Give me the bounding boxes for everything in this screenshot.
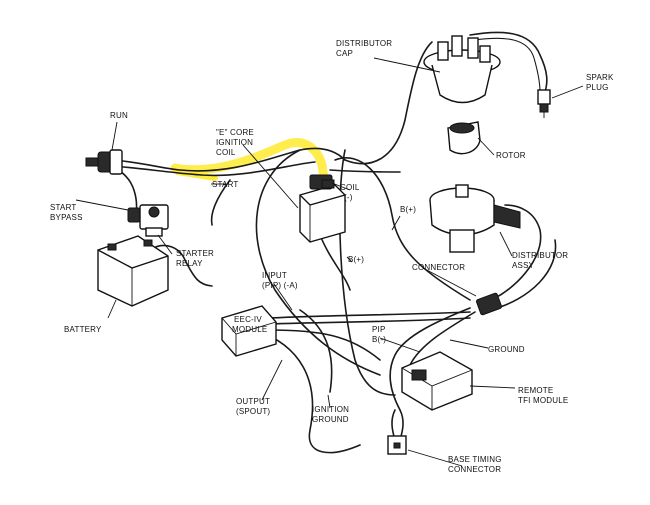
connector-label: CONNECTOR <box>412 263 465 272</box>
remote-tfi-label-2: TFI MODULE <box>518 396 568 405</box>
coil-minus-label: COIL <box>340 183 360 192</box>
eec-iv-label: EEC-IV <box>234 315 262 324</box>
e-core-label-1: "E" CORE <box>216 128 254 137</box>
spark-plug-label: SPARK <box>586 73 614 82</box>
distributor-cap-label: DISTRIBUTOR <box>336 39 392 48</box>
eec-iv-label-2: MODULE <box>232 325 267 334</box>
ground-label: GROUND <box>488 345 525 354</box>
run-label: RUN <box>110 111 128 120</box>
start-bypass-label-2: BYPASS <box>50 213 83 222</box>
starter-relay-label: STARTER <box>176 249 214 258</box>
starter-relay <box>139 204 169 237</box>
eec-iv-module <box>221 305 277 357</box>
distributor-assy-label: DISTRIBUTOR <box>512 251 568 260</box>
ignition-coil <box>299 174 346 243</box>
start-bypass-label: START <box>50 203 76 212</box>
rotor-label: ROTOR <box>496 151 526 160</box>
ignition-switch <box>85 149 123 175</box>
e-core-label-3: COIL <box>216 148 236 157</box>
distributor-assembly <box>429 184 521 253</box>
b-plus-label-2: B(+) <box>348 255 364 264</box>
ignition-ground-label-2: GROUND <box>312 415 349 424</box>
battery <box>97 235 169 307</box>
start-label: START <box>212 180 238 189</box>
leader-lines <box>75 57 584 467</box>
spark-plug <box>537 89 551 118</box>
base-timing-label: BASE TIMING <box>448 455 502 464</box>
output-spout-label-2: (SPOUT) <box>236 407 270 416</box>
battery-label: BATTERY <box>64 325 102 334</box>
rotor <box>447 121 481 155</box>
connector <box>475 292 503 316</box>
svg-text:COIL(-): COIL(-) <box>340 183 360 202</box>
output-spout-label: OUTPUT <box>236 397 270 406</box>
svg-text:OUTPUT(SPOUT): OUTPUT(SPOUT) <box>236 397 270 416</box>
spark-plug-label-2: PLUG <box>586 83 609 92</box>
pip-label-2: B(-) <box>372 335 386 344</box>
remote-tfi-label: REMOTE <box>518 386 553 395</box>
distributor-cap <box>423 35 501 104</box>
starter-relay-label-2: RELAY <box>176 259 203 268</box>
input-pip-label-2: (PIP) (-A) <box>262 281 298 290</box>
distributor-assy-label-2: ASSY <box>512 261 535 270</box>
distributor-cap-label-2: CAP <box>336 49 353 58</box>
coil-minus-label-2: (-) <box>344 193 353 202</box>
base-timing-label-2: CONNECTOR <box>448 465 501 474</box>
input-pip-label: INPUT <box>262 271 287 280</box>
e-core-label-2: IGNITION <box>216 138 253 147</box>
ignition-ground-label: IGNITION <box>312 405 349 414</box>
pip-label: PIP <box>372 325 386 334</box>
svg-text:INPUT(PIP) (-A): INPUT(PIP) (-A) <box>262 271 298 290</box>
start-bypass-connector <box>127 207 141 223</box>
b-plus-label-1: B(+) <box>400 205 416 214</box>
highlighted-run-wire <box>170 138 330 190</box>
base-timing-connector <box>387 435 407 455</box>
remote-tfi-module <box>401 351 473 411</box>
wiring-harness <box>111 31 557 454</box>
